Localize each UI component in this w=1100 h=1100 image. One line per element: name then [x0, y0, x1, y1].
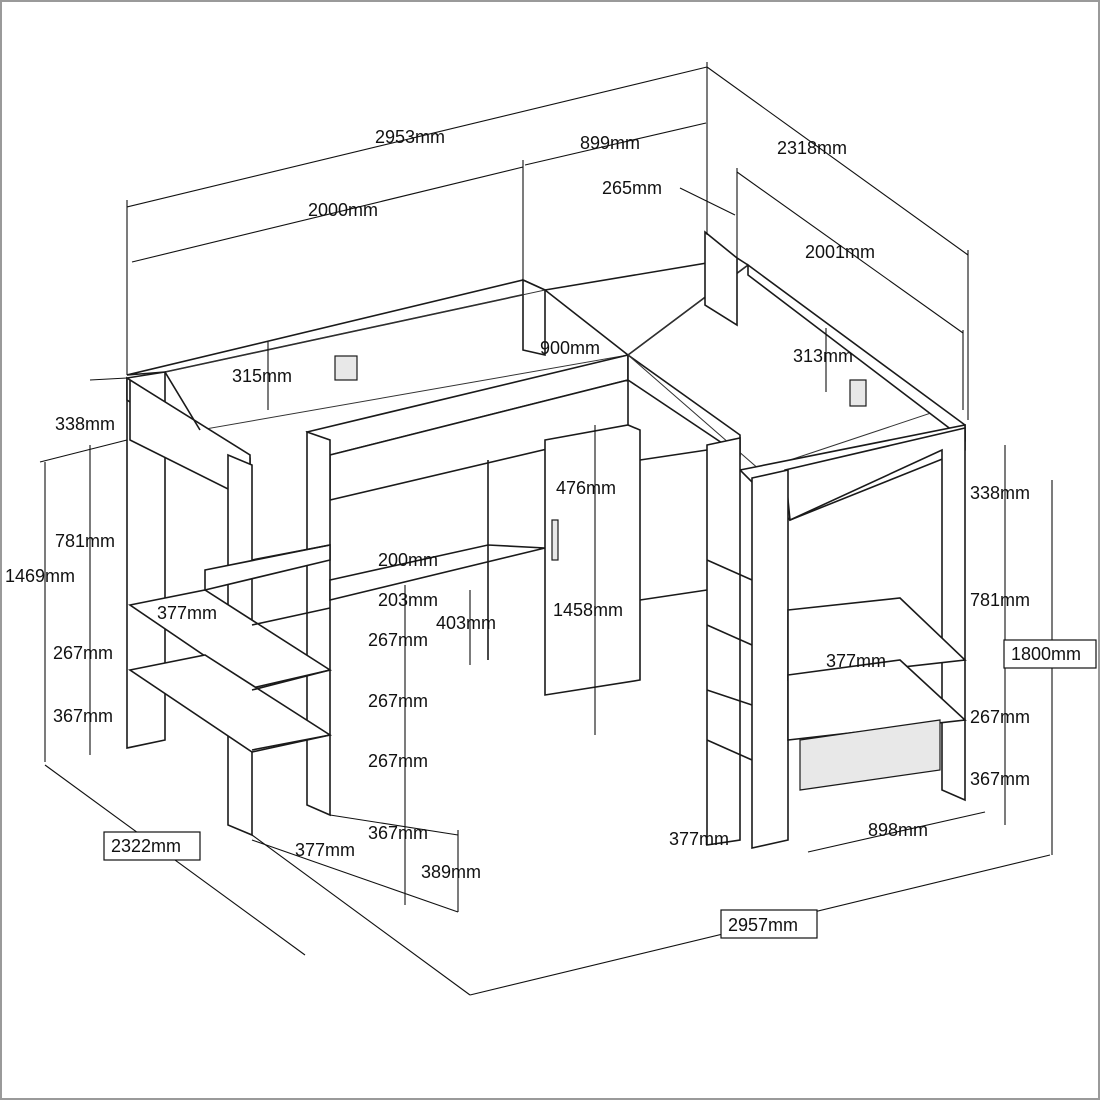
label-ladder-depth-right: 377mm	[669, 829, 729, 849]
left-end-post	[126, 371, 166, 749]
label-ladder-depth-left: 377mm	[295, 840, 355, 860]
label-top-rail-right: 338mm	[970, 483, 1030, 503]
label-total-depth-right: 2318mm	[777, 138, 847, 158]
label-total-depth-left: 2322mm	[111, 836, 181, 856]
label-wardrobe-height: 1458mm	[553, 600, 623, 620]
right-shelf-1	[787, 597, 967, 681]
label-guard-height-right: 313mm	[793, 346, 853, 366]
label-total-width-front: 2957mm	[728, 915, 798, 935]
right-back-post	[704, 230, 738, 327]
label-corner-width: 899mm	[580, 133, 640, 153]
vent-right	[849, 379, 867, 407]
dimension-labels: 2953mm 899mm 2318mm 265mm 2000mm 2001mm …	[5, 127, 1097, 939]
label-step-4: 367mm	[368, 823, 428, 843]
label-shelf-depth-left: 377mm	[157, 603, 217, 623]
right-drawer	[799, 719, 941, 791]
label-corner-offset: 265mm	[602, 178, 662, 198]
label-shelf-gap-right: 267mm	[970, 707, 1030, 727]
label-bottom-shelf-right: 367mm	[970, 769, 1030, 789]
label-step-2: 267mm	[368, 691, 428, 711]
label-total-width-back: 2953mm	[375, 127, 445, 147]
label-right-base-width: 898mm	[868, 820, 928, 840]
label-bottom-step: 389mm	[421, 862, 481, 882]
label-top-rail-left: 338mm	[55, 414, 115, 434]
furniture-drawing	[126, 230, 967, 849]
total-depth-left-box	[103, 831, 201, 861]
label-step-3: 267mm	[368, 751, 428, 771]
wardrobe	[544, 424, 641, 696]
right-back-guard	[747, 263, 966, 442]
label-desk-thickness: 203mm	[378, 590, 438, 610]
right-end-frame	[784, 426, 966, 802]
label-total-height-left: 1469mm	[5, 566, 75, 586]
label-left-bed-length: 2000mm	[308, 200, 378, 220]
label-desk-height-gap: 403mm	[436, 613, 496, 633]
label-under-bed-left: 781mm	[55, 531, 115, 551]
dimension-lines	[39, 62, 1053, 996]
label-shelf-gap-left: 267mm	[53, 643, 113, 663]
label-under-bed-right: 781mm	[970, 590, 1030, 610]
total-height-right-box	[1003, 639, 1097, 669]
vent-left	[334, 355, 358, 381]
total-width-front-box	[720, 909, 818, 939]
label-bed-width-left: 900mm	[540, 338, 600, 358]
corner-post	[522, 278, 546, 357]
label-bottom-shelf-left: 367mm	[53, 706, 113, 726]
right-ladder-post-left	[706, 437, 741, 846]
label-desk-gap: 200mm	[378, 550, 438, 570]
wardrobe-handle	[551, 519, 559, 561]
ladder-post-right	[306, 430, 331, 817]
label-step-1: 267mm	[368, 630, 428, 650]
label-guard-height-left: 315mm	[232, 366, 292, 386]
label-shelf-depth-right: 377mm	[826, 651, 886, 671]
right-ladder-post-right	[751, 469, 789, 849]
label-right-bed-length: 2001mm	[805, 242, 875, 262]
label-wardrobe-depth: 476mm	[556, 478, 616, 498]
right-shelf-2	[787, 659, 967, 741]
label-total-height-right: 1800mm	[1011, 644, 1081, 664]
